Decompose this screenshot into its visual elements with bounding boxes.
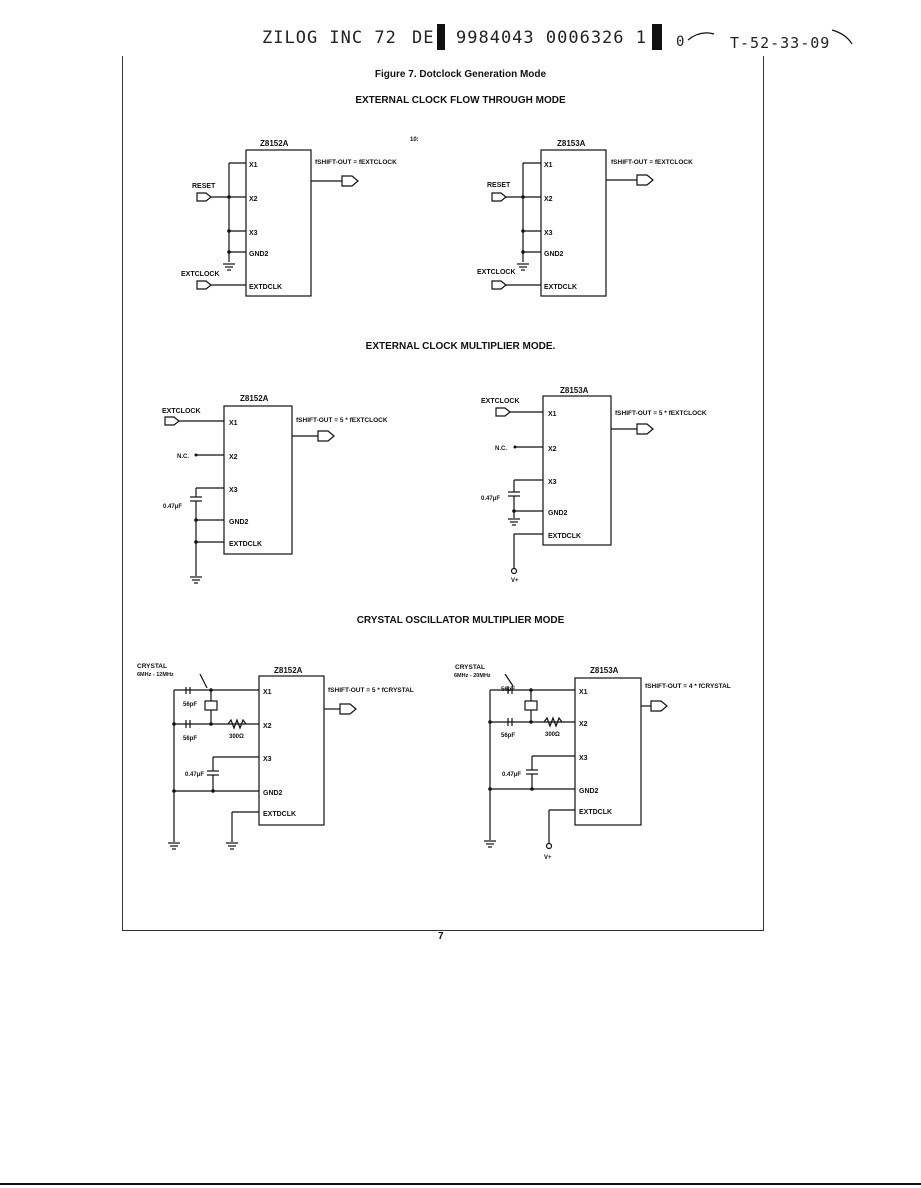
pin-label: X3 bbox=[263, 756, 272, 763]
component-label: 0.47μF bbox=[481, 496, 500, 502]
signal-label: EXTCLOCK bbox=[477, 269, 516, 276]
signal-label: N.C. bbox=[177, 454, 189, 460]
pin-label: X1 bbox=[544, 162, 553, 169]
header-ref: T-52-33-09 bbox=[730, 34, 831, 52]
pin-label: X3 bbox=[579, 755, 588, 762]
header-black-block-2 bbox=[652, 24, 662, 50]
pin-label: X3 bbox=[548, 479, 557, 486]
pin-label: EXTDCLK bbox=[229, 541, 262, 548]
header-stamp: ZILOG INC 72 bbox=[262, 28, 397, 48]
component-label: 56pF bbox=[501, 687, 515, 693]
output-formula: fSHIFT-OUT = fEXTCLOCK bbox=[611, 159, 693, 166]
pin-label: X2 bbox=[579, 721, 588, 728]
figure-frame bbox=[122, 56, 764, 931]
signal-label: EXTCLOCK bbox=[481, 398, 520, 405]
figure-title: Figure 7. Dotclock Generation Mode bbox=[374, 69, 547, 80]
output-formula: fSHIFT-OUT = 5 * fEXTCLOCK bbox=[296, 417, 388, 424]
pin-label: X1 bbox=[263, 689, 272, 696]
component-label: 0.47μF bbox=[163, 504, 182, 510]
pin-label: X2 bbox=[263, 723, 272, 730]
chip-label: Z8153A bbox=[557, 139, 586, 148]
signal-label: CRYSTAL bbox=[137, 663, 167, 670]
signal-label: RESET bbox=[487, 182, 511, 189]
component-label: 0.47μF bbox=[185, 772, 204, 778]
pin-label: X1 bbox=[548, 411, 557, 418]
component-label: 56pF bbox=[183, 702, 197, 708]
signal-label: RESET bbox=[192, 183, 216, 190]
page-number: 7 bbox=[438, 931, 444, 942]
output-formula: fSHIFT-OUT = fEXTCLOCK bbox=[315, 159, 397, 166]
pin-label: X1 bbox=[249, 162, 258, 169]
chip-label: Z8152A bbox=[260, 139, 289, 148]
pin-label: EXTDCLK bbox=[544, 284, 577, 291]
pin-label: X2 bbox=[544, 196, 553, 203]
pin-label: GND2 bbox=[579, 788, 599, 795]
pin-label: EXTDCLK bbox=[263, 811, 296, 818]
signal-label: V+ bbox=[544, 855, 552, 861]
component-label: 300Ω bbox=[229, 734, 244, 740]
pin-label: GND2 bbox=[249, 251, 269, 258]
output-formula: fSHIFT-OUT = 5 * fCRYSTAL bbox=[328, 687, 414, 694]
output-formula: fSHIFT-OUT = 5 * fEXTCLOCK bbox=[615, 410, 707, 417]
component-label: 6MHz - 20MHz bbox=[454, 673, 491, 679]
pin-label: EXTDCLK bbox=[548, 533, 581, 540]
chip-label: Z8152A bbox=[274, 666, 303, 675]
signal-label: EXTCLOCK bbox=[162, 408, 201, 415]
output-formula: fSHIFT-OUT = 4 * fCRYSTAL bbox=[645, 683, 731, 690]
stray-mark: 10: bbox=[410, 137, 419, 143]
component-label: 56pF bbox=[183, 736, 197, 742]
pin-label: EXTDCLK bbox=[249, 284, 282, 291]
pin-label: X3 bbox=[249, 230, 258, 237]
signal-label: V+ bbox=[511, 578, 519, 584]
section-title-ext-multiplier: EXTERNAL CLOCK MULTIPLIER MODE. bbox=[365, 341, 556, 352]
component-label: 0.47μF bbox=[502, 772, 521, 778]
header-black-block bbox=[437, 24, 445, 50]
chip-label: Z8152A bbox=[240, 394, 269, 403]
pin-label: GND2 bbox=[229, 519, 249, 526]
chip-label: Z8153A bbox=[560, 386, 589, 395]
header-mark: 0 bbox=[676, 34, 686, 50]
component-label: 56pF bbox=[501, 733, 515, 739]
pin-label: GND2 bbox=[548, 510, 568, 517]
chip-label: Z8153A bbox=[590, 666, 619, 675]
pin-label: X3 bbox=[229, 487, 238, 494]
component-label: 6MHz - 12MHz bbox=[137, 672, 174, 678]
pin-label: EXTDCLK bbox=[579, 809, 612, 816]
pin-label: GND2 bbox=[263, 790, 283, 797]
header-doc-number: 9984043 0006326 1 bbox=[456, 28, 647, 48]
pin-label: X2 bbox=[249, 196, 258, 203]
section-title-flow-through: EXTERNAL CLOCK FLOW THROUGH MODE bbox=[355, 95, 566, 106]
section-title-crystal-multiplier: CRYSTAL OSCILLATOR MULTIPLIER MODE bbox=[356, 615, 565, 626]
pin-label: X1 bbox=[579, 689, 588, 696]
component-label: 300Ω bbox=[545, 732, 560, 738]
pin-label: GND2 bbox=[544, 251, 564, 258]
header-de-code: DE bbox=[412, 28, 435, 48]
pin-label: X3 bbox=[544, 230, 553, 237]
signal-label: N.C. bbox=[495, 446, 507, 452]
pin-label: X2 bbox=[548, 446, 557, 453]
signal-label: EXTCLOCK bbox=[181, 271, 220, 278]
pin-label: X1 bbox=[229, 420, 238, 427]
pin-label: X2 bbox=[229, 454, 238, 461]
signal-label: CRYSTAL bbox=[455, 664, 485, 671]
